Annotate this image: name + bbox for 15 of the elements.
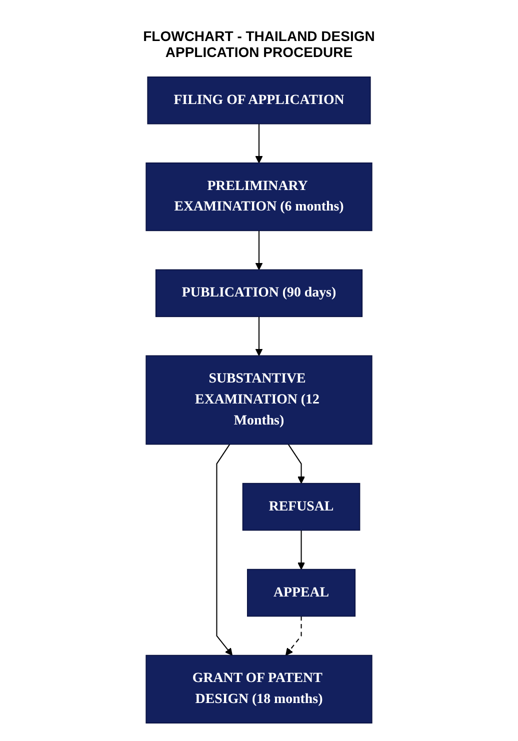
node-box: REFUSAL <box>242 482 360 531</box>
node-box: PRELIMINARY EXAMINATION (6 months) <box>146 162 372 232</box>
arrow <box>255 316 263 356</box>
diagram-title: FLOWCHART - THAILAND DESIGN APPLICATION PROCEDURE <box>142 28 376 60</box>
node-box: SUBSTANTIVE EXAMINATION (12 Months) <box>146 355 372 445</box>
arrow <box>216 444 233 656</box>
node-box: APPEAL <box>247 568 356 617</box>
arrow <box>255 124 263 164</box>
node-box: GRANT OF PATENT DESIGN (18 months) <box>146 654 372 724</box>
node-box: FILING OF APPLICATION <box>147 76 371 124</box>
node-box: PUBLICATION (90 days) <box>155 269 363 318</box>
arrow <box>297 530 306 570</box>
arrow <box>288 444 306 484</box>
arrow <box>285 616 302 656</box>
arrow <box>255 230 263 270</box>
